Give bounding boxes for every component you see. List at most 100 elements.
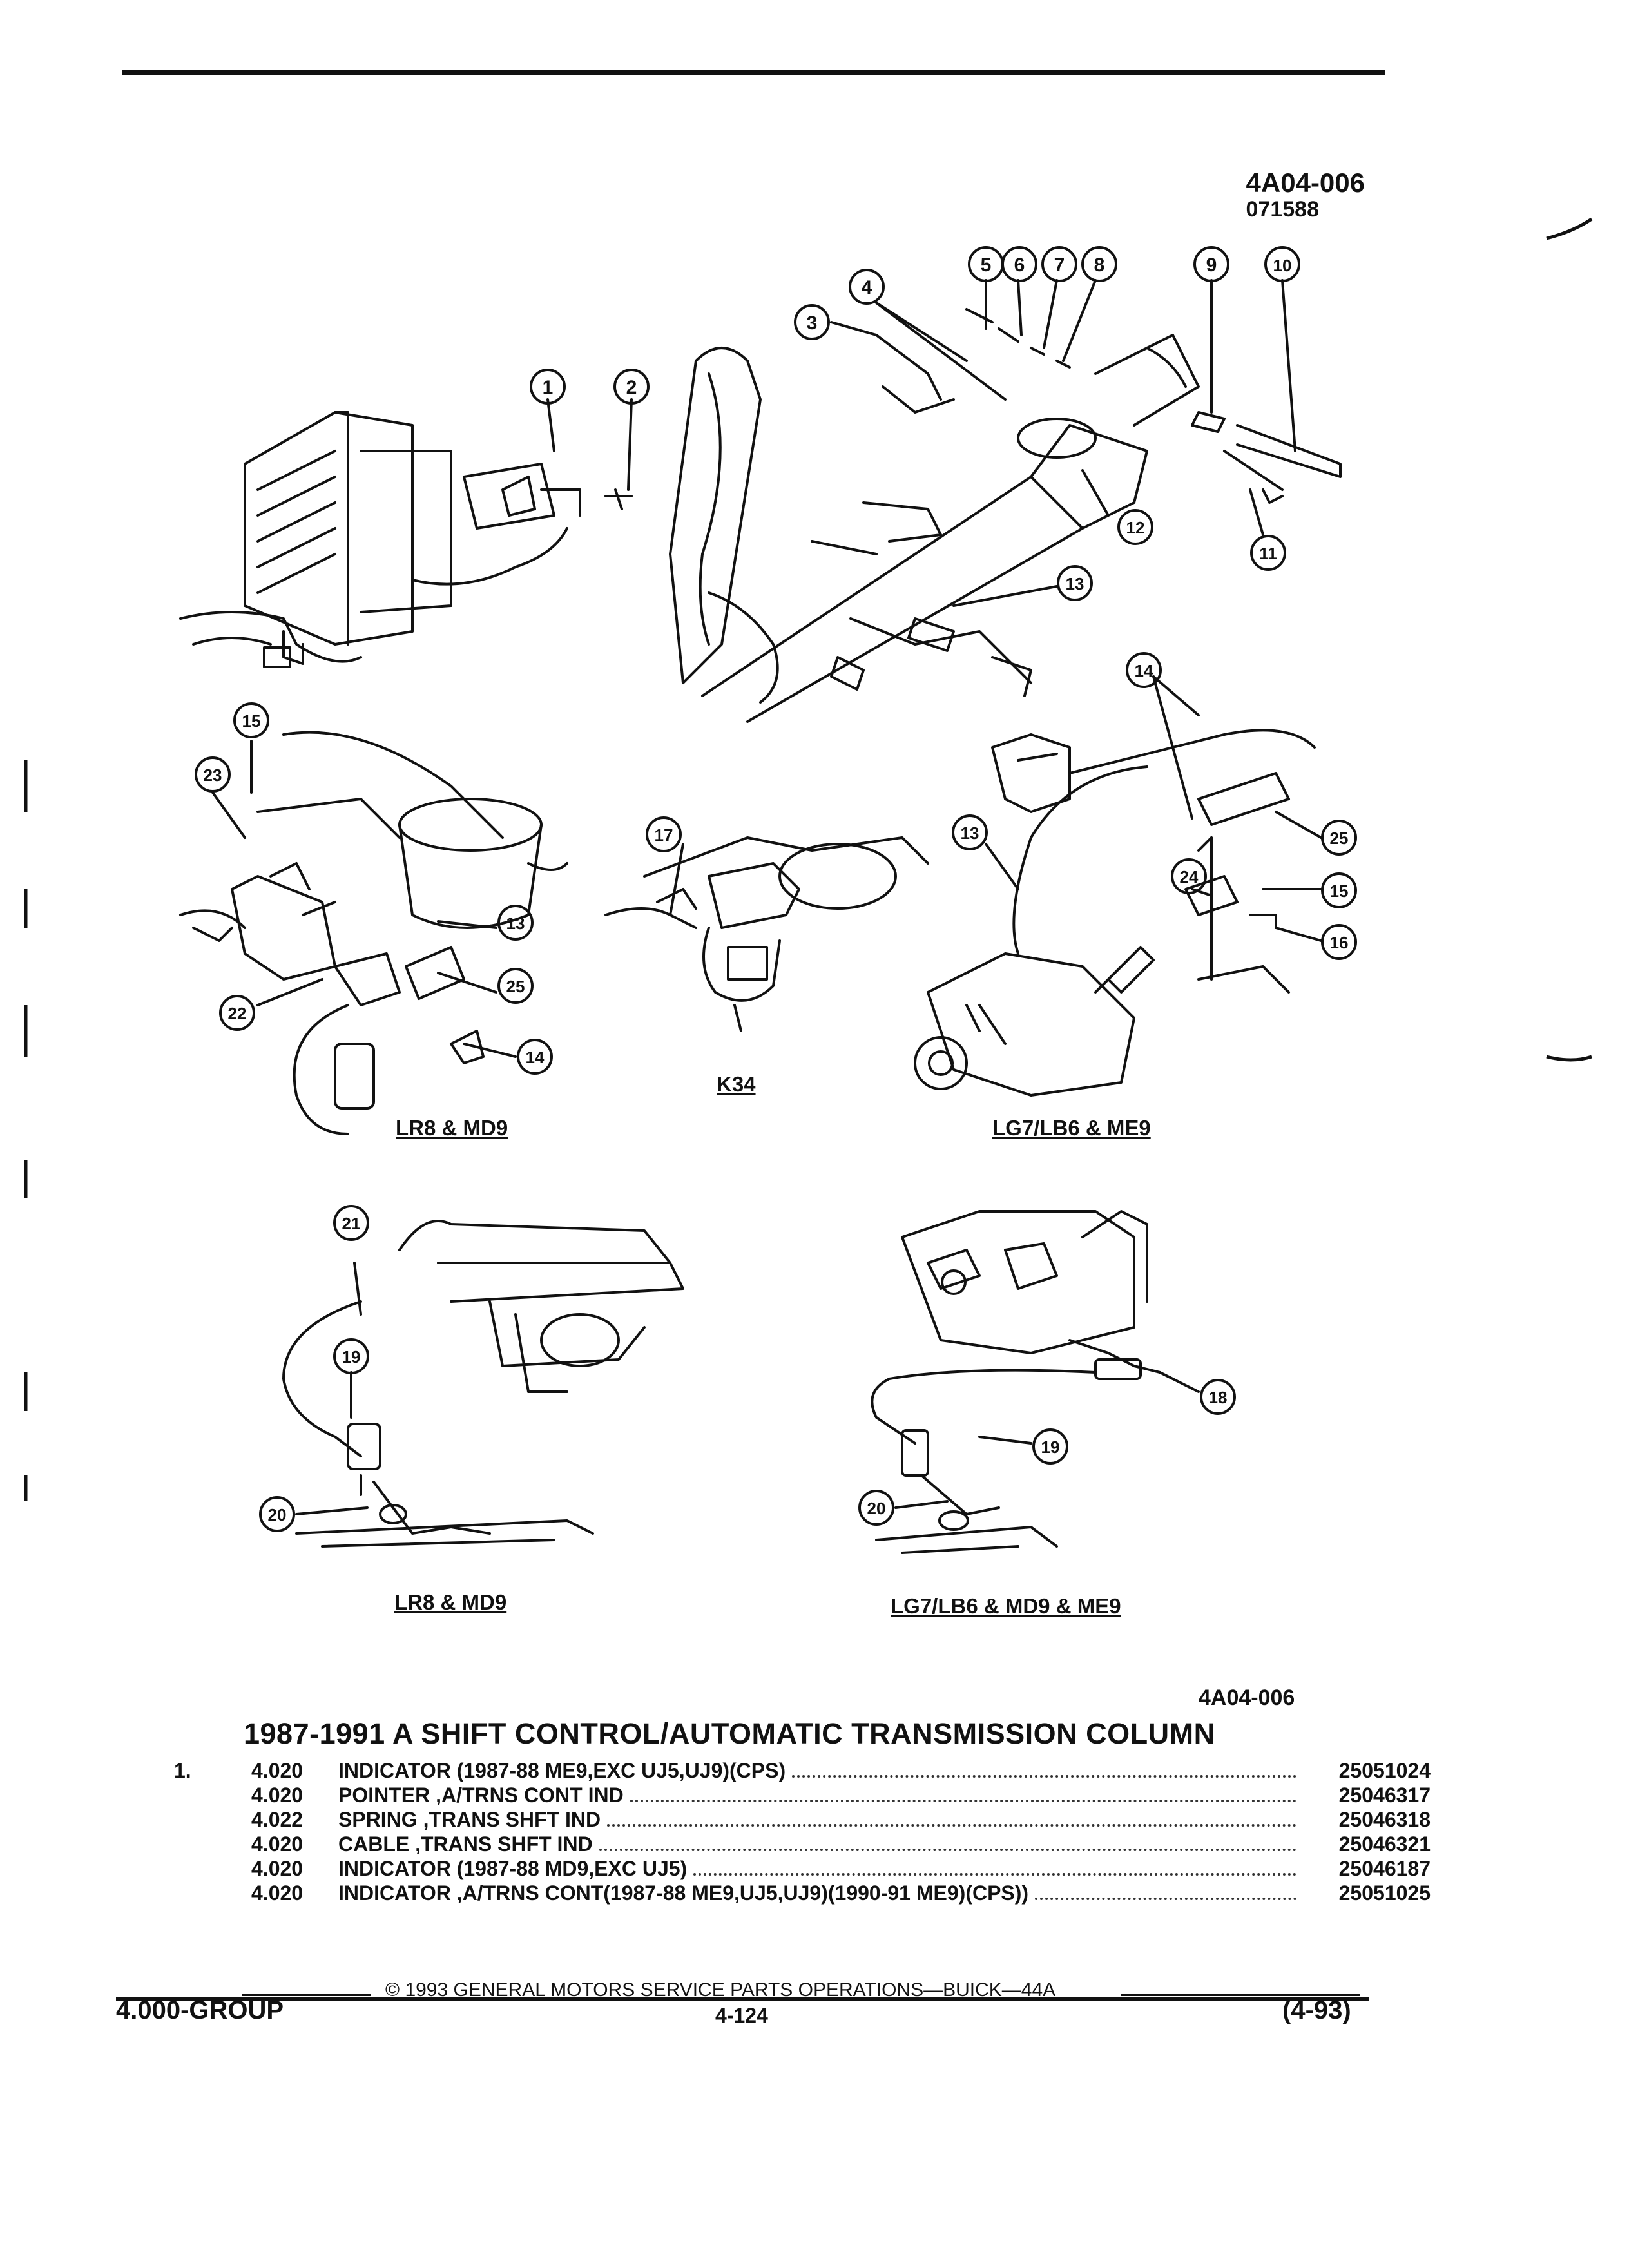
svg-text:18: 18	[1209, 1388, 1228, 1407]
svg-text:6: 6	[1014, 255, 1025, 276]
svg-text:10: 10	[1273, 256, 1292, 275]
svg-text:15: 15	[242, 711, 261, 731]
item-number	[174, 1808, 251, 1832]
callout-24: 24	[1171, 858, 1207, 894]
description-cell: INDICATOR ,A/TRNS CONT(1987-88 ME9,UJ5,U…	[338, 1881, 1302, 1906]
callout-15-right: 15	[1321, 872, 1357, 908]
part-description: INDICATOR (1987-88 MD9,EXC UJ5)	[338, 1857, 688, 1880]
item-number	[174, 1881, 251, 1906]
svg-text:3: 3	[807, 312, 818, 334]
label-lr8-md9-top: LR8 & MD9	[396, 1116, 508, 1140]
callout-14-left: 14	[517, 1039, 553, 1075]
callout-15-left: 15	[233, 702, 269, 738]
dot-leader	[630, 1800, 1296, 1802]
lr8-md9-top-drawing	[179, 731, 568, 1135]
part-description: CABLE ,TRANS SHFT IND	[338, 1832, 593, 1856]
svg-text:22: 22	[228, 1004, 247, 1023]
callout-17: 17	[646, 816, 682, 852]
svg-text:9: 9	[1206, 255, 1217, 276]
catalog-figure-ref: 4A04-006	[1199, 1686, 1295, 1710]
callout-7: 7	[1041, 246, 1077, 282]
svg-text:7: 7	[1054, 255, 1065, 276]
figure-date-code: 071588	[1246, 197, 1319, 222]
svg-text:13: 13	[961, 823, 979, 843]
label-k34: K34	[717, 1072, 756, 1096]
svg-text:4: 4	[862, 277, 872, 298]
svg-text:8: 8	[1094, 255, 1105, 276]
scan-margin-marks	[24, 217, 1593, 1501]
dot-leader	[599, 1849, 1296, 1851]
callout-4: 4	[849, 269, 885, 305]
dot-leader	[693, 1873, 1296, 1876]
group-code: 4.022	[251, 1808, 304, 1831]
dot-leader	[792, 1775, 1296, 1778]
group-code: 4.020	[251, 1759, 304, 1782]
part-description: INDICATOR (1987-88 ME9,EXC UJ5,UJ9)(CPS)	[338, 1759, 786, 1782]
callout-13-left: 13	[497, 905, 534, 941]
svg-text:15: 15	[1330, 881, 1349, 901]
revision-code: (4-93)	[1282, 1996, 1351, 2024]
item-number	[174, 1857, 251, 1881]
description-cell: SPRING ,TRANS SHFT IND	[338, 1808, 1302, 1832]
item-number	[174, 1783, 251, 1808]
callout-10: 10	[1264, 246, 1300, 282]
svg-text:23: 23	[204, 765, 222, 785]
callout-12: 12	[1117, 509, 1153, 545]
callout-25-left: 25	[497, 968, 534, 1004]
svg-text:2: 2	[626, 377, 637, 398]
callout-5: 5	[968, 246, 1004, 282]
part-description: INDICATOR ,A/TRNS CONT(1987-88 ME9,UJ5,U…	[338, 1881, 1029, 1905]
part-description: SPRING ,TRANS SHFT IND	[338, 1808, 601, 1831]
svg-text:19: 19	[1041, 1437, 1060, 1457]
footer-rule-left	[242, 1994, 371, 1996]
callout-9: 9	[1193, 246, 1229, 282]
callout-6: 6	[1001, 246, 1037, 282]
part-number: 25051024	[1338, 1759, 1431, 1782]
group-code: 4.020	[251, 1857, 304, 1880]
callout-2: 2	[613, 369, 650, 405]
group-code: 4.020	[251, 1783, 304, 1807]
steering-column-drawing	[669, 308, 1342, 723]
figure-id: 4A04-006	[1246, 168, 1365, 198]
callout-18: 18	[1200, 1379, 1236, 1415]
callout-16: 16	[1321, 924, 1357, 960]
callout-23: 23	[195, 756, 231, 793]
exploded-view-illustration: 1 2 3 4 5 6 7 8 9 10 11 12 13 14 15 23 1…	[24, 217, 1593, 1554]
svg-text:19: 19	[342, 1347, 361, 1367]
group-code: 4.020	[251, 1832, 304, 1856]
part-description: POINTER ,A/TRNS CONT IND	[338, 1783, 624, 1807]
svg-text:25: 25	[506, 977, 525, 996]
svg-text:14: 14	[526, 1048, 545, 1067]
callout-11: 11	[1250, 535, 1286, 571]
k34-drawing	[604, 836, 929, 1032]
parts-row: 4.022 SPRING ,TRANS SHFT IND 25046318	[174, 1808, 1431, 1832]
description-cell: CABLE ,TRANS SHFT IND	[338, 1832, 1302, 1857]
callout-3: 3	[794, 304, 830, 340]
callout-21: 21	[333, 1205, 369, 1241]
callout-14-right: 14	[1126, 652, 1162, 688]
callout-8: 8	[1081, 246, 1117, 282]
part-number: 25046321	[1338, 1832, 1431, 1856]
svg-text:17: 17	[655, 825, 673, 845]
svg-text:21: 21	[342, 1214, 361, 1233]
callout-20-right: 20	[858, 1490, 894, 1526]
callout-1: 1	[530, 369, 566, 405]
label-lg7-lb6-me9: LG7/LB6 & ME9	[992, 1116, 1151, 1140]
lg7-lb6-md9-me9-bottom-drawing	[871, 1210, 1174, 1554]
footer-bold-rule	[116, 1997, 1369, 2001]
svg-text:12: 12	[1126, 518, 1145, 537]
part-number: 25046318	[1338, 1808, 1431, 1831]
callout-13-top: 13	[1057, 565, 1093, 601]
lg7-lb6-me9-drawing	[914, 729, 1316, 1097]
footer-rule-right	[1121, 1994, 1360, 1996]
label-lr8-md9-bottom: LR8 & MD9	[394, 1590, 507, 1614]
description-cell: POINTER ,A/TRNS CONT IND	[338, 1783, 1302, 1808]
dot-leader	[1035, 1898, 1296, 1900]
copyright-notice: © 1993 GENERAL MOTORS SERVICE PARTS OPER…	[385, 1979, 1056, 2001]
callout-25-right: 25	[1321, 820, 1357, 856]
